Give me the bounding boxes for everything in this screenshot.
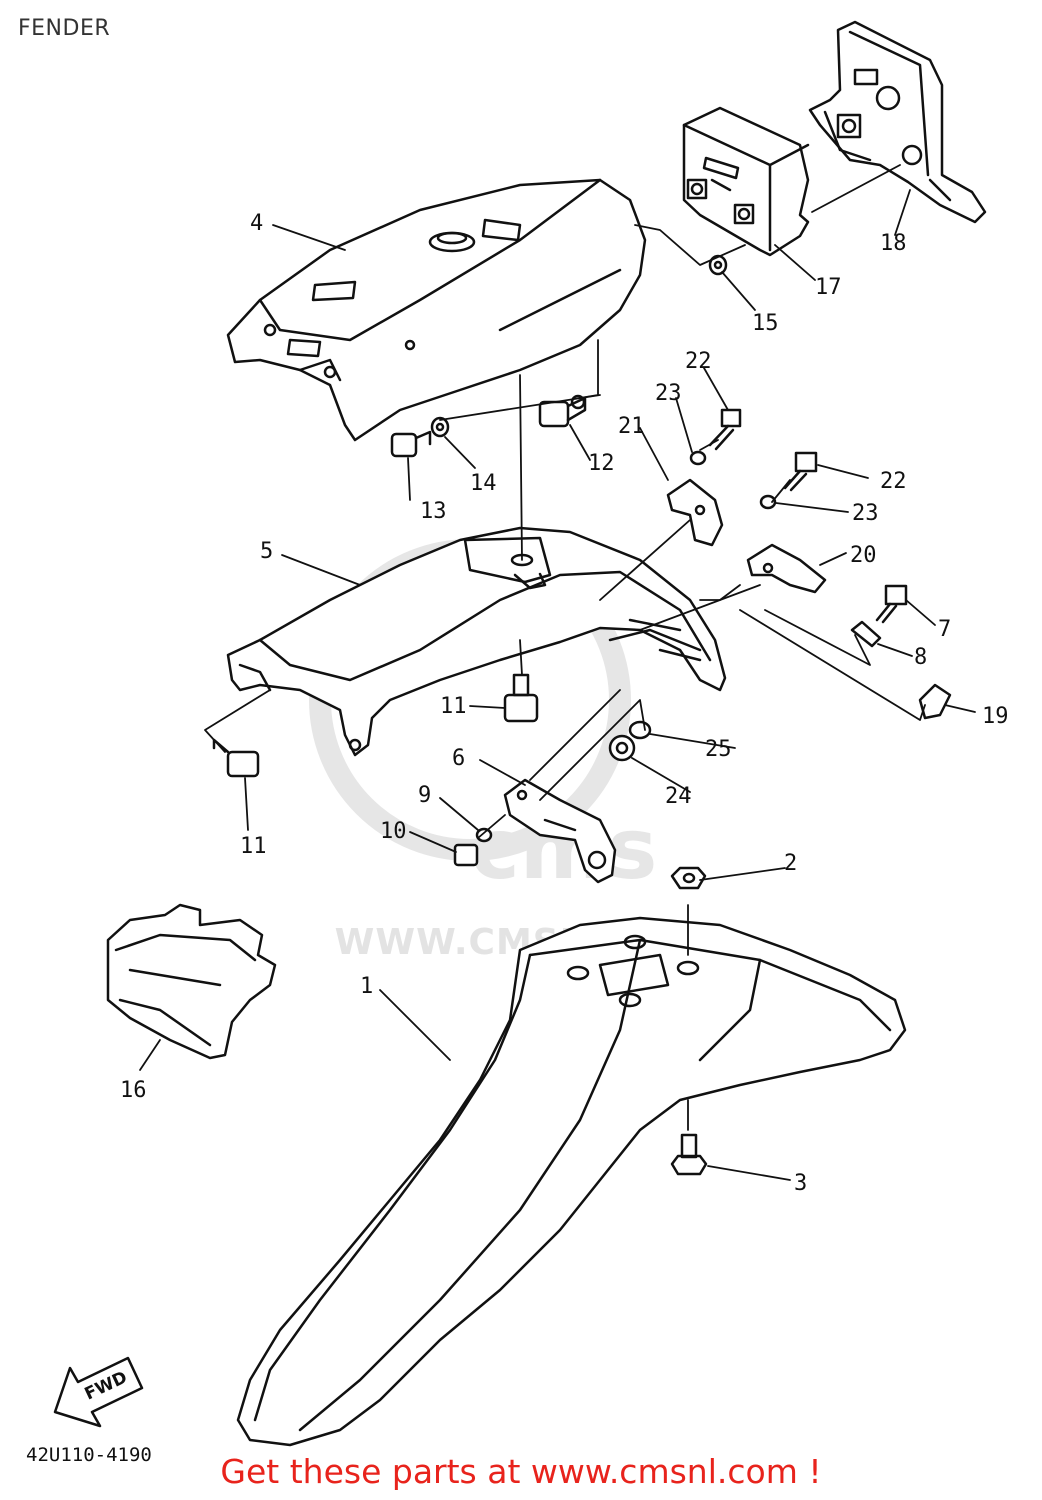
callout-23-upper: 23 (655, 381, 682, 406)
part-22-screw-lower (783, 451, 818, 492)
callout-10: 10 (380, 819, 407, 844)
assembly-lines (204, 164, 926, 1131)
part-2-nut (670, 866, 707, 890)
part-8-bracket (850, 620, 882, 648)
callout-7: 7 (938, 617, 951, 642)
part-14-washer (430, 416, 450, 438)
part-12-bolt (538, 394, 587, 428)
leader-lines (139, 189, 976, 1181)
callout-5: 5 (260, 539, 273, 564)
part-24-nut (608, 734, 636, 762)
callout-labels: 1 2 3 4 5 6 7 8 9 10 11 11 12 13 14 15 1… (120, 211, 1009, 1196)
callout-24: 24 (665, 784, 692, 809)
callout-6: 6 (452, 746, 465, 771)
callout-21: 21 (618, 414, 645, 439)
callout-15: 15 (752, 311, 779, 336)
callout-22-upper: 22 (685, 349, 712, 374)
part-11-bolt-center (503, 673, 539, 723)
callout-8: 8 (914, 645, 927, 670)
callout-23-lower: 23 (852, 501, 879, 526)
callout-1: 1 (360, 974, 373, 999)
callout-2: 2 (784, 851, 797, 876)
callout-17: 17 (815, 275, 842, 300)
part-18-bracket (808, 20, 987, 224)
part-7-screw (875, 584, 908, 624)
part-13-bolt (390, 430, 432, 458)
callout-16: 16 (120, 1078, 147, 1103)
part-17-tail-light (682, 106, 810, 257)
part-23-washer-upper (689, 450, 707, 466)
callout-4: 4 (250, 211, 263, 236)
callout-20: 20 (850, 543, 877, 568)
callout-11-center: 11 (440, 694, 467, 719)
part-20-bracket (746, 543, 827, 594)
part-10-nut (453, 843, 479, 867)
callout-14: 14 (470, 471, 497, 496)
diagram-reference-code: 42U110-4190 (26, 1444, 152, 1466)
footer-link[interactable]: Get these parts at www.cmsnl.com ! (220, 1452, 822, 1491)
callout-22-lower: 22 (880, 469, 907, 494)
fwd-arrow-icon: FWD (53, 1356, 144, 1428)
part-16-guard (106, 903, 277, 1060)
part-1-front-fender (236, 916, 907, 1447)
part-22-screw-upper (708, 408, 742, 451)
part-11-bolt-left (212, 738, 260, 778)
part-3-bolt (670, 1133, 708, 1176)
part-19-reflector (918, 683, 952, 720)
part-9-washer (475, 827, 493, 843)
part-23-washer-lower (759, 494, 777, 510)
callout-18: 18 (880, 231, 907, 256)
part-5-rear-fender (226, 526, 727, 757)
callout-19: 19 (982, 704, 1009, 729)
callout-11-left: 11 (240, 834, 267, 859)
callout-13: 13 (420, 499, 447, 524)
part-21-bracket (666, 478, 724, 547)
part-15-nut (708, 254, 728, 276)
callout-25: 25 (705, 737, 732, 762)
callout-3: 3 (794, 1171, 807, 1196)
callout-9: 9 (418, 783, 431, 808)
callout-12: 12 (588, 451, 615, 476)
page-title: FENDER (18, 16, 111, 41)
part-6-plate-bracket (503, 778, 617, 884)
part-25-washer (628, 720, 652, 740)
part-4-seat-cowl (226, 178, 647, 442)
